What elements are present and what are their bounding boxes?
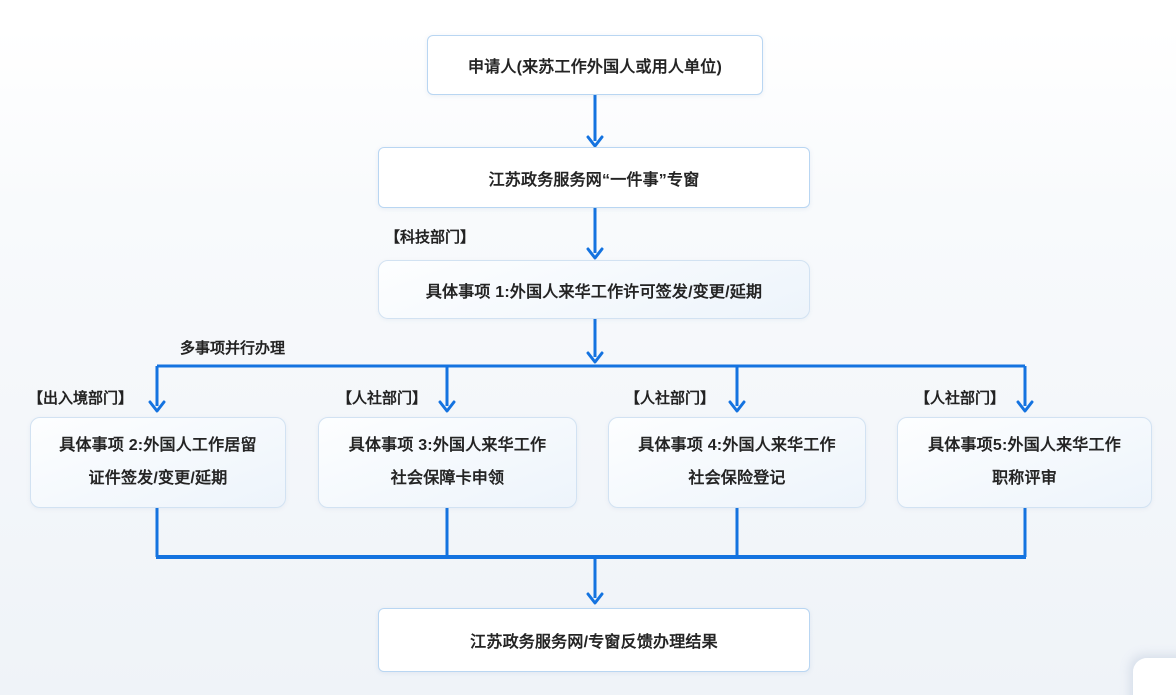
node-item4-social-insurance: 具体事项 4:外国人来华工作 社会保险登记 [608,417,866,508]
floating-widget[interactable] [1133,658,1176,695]
node-result-label: 江苏政务服务网/专窗反馈办理结果 [470,634,718,651]
arrowhead-icon [1016,400,1034,413]
parallel-processing-label: 多事项并行办理 [180,340,286,357]
arrowhead-icon [438,400,456,413]
node-item5-line1: 具体事项5:外国人来华工作 [928,437,1121,454]
arrowhead-icon [586,247,604,260]
arrowhead-icon [586,351,604,364]
node-service-portal: 江苏政务服务网“一件事”专窗 [378,147,810,208]
node-item3-social-security-card: 具体事项 3:外国人来华工作 社会保障卡申领 [318,417,577,508]
node-applicant-label: 申请人(来苏工作外国人或用人单位) [467,59,723,76]
node-item1-work-permit: 具体事项 1:外国人来华工作许可签发/变更/延期 [378,260,810,319]
node-item4-line1: 具体事项 4:外国人来华工作 [638,437,836,454]
node-item1-label: 具体事项 1:外国人来华工作许可签发/变更/延期 [425,283,763,301]
node-applicant: 申请人(来苏工作外国人或用人单位) [427,35,763,95]
dept-label-hr-social-1: 【人社部门】 [337,390,428,407]
node-item5-line2: 职称评审 [992,470,1057,487]
dept-label-hr-social-3: 【人社部门】 [915,390,1006,407]
node-item5-title-review: 具体事项5:外国人来华工作 职称评审 [897,417,1152,508]
node-item2-line1: 具体事项 2:外国人工作居留 [59,437,257,454]
dept-label-science-tech: 【科技部门】 [385,229,476,246]
arrowhead-icon [728,400,746,413]
node-service-portal-label: 江苏政务服务网“一件事”专窗 [488,171,700,189]
node-item3-line1: 具体事项 3:外国人来华工作 [348,437,547,454]
arrowhead-icon [586,135,604,148]
node-item4-line2: 社会保险登记 [688,470,786,487]
node-item3-line2: 社会保障卡申领 [390,470,505,487]
arrowhead-icon [148,400,166,413]
node-item2-residence-permit: 具体事项 2:外国人工作居留 证件签发/变更/延期 [30,417,286,508]
dept-label-hr-social-2: 【人社部门】 [625,390,716,407]
node-result-feedback: 江苏政务服务网/专窗反馈办理结果 [378,608,810,672]
arrowhead-icon [586,592,604,605]
dept-label-immigration: 【出入境部门】 [28,390,134,407]
node-item2-line2: 证件签发/变更/延期 [88,470,228,487]
